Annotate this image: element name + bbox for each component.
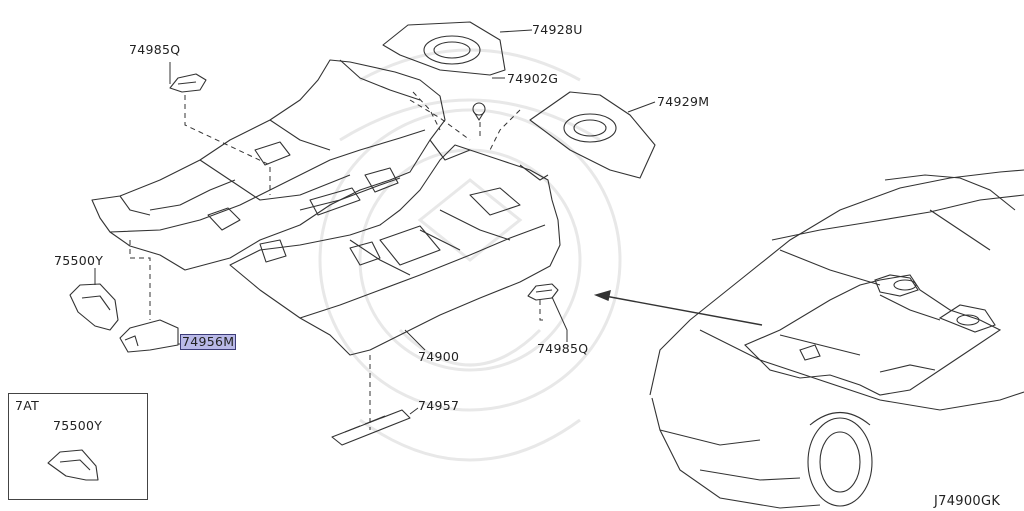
inset-label: 7AT [15, 398, 40, 413]
arrow-to-car [593, 290, 763, 326]
pad-74929m [529, 91, 656, 179]
label-74985q-right: 74985Q [537, 341, 589, 356]
label-74929m: 74929M [657, 94, 710, 109]
label-74900: 74900 [418, 349, 460, 364]
rear-carpet-outline [229, 144, 561, 356]
diagram-code: J74900GK [934, 494, 1001, 509]
dashed-leaders [129, 91, 545, 430]
part-75500y [69, 283, 119, 331]
label-74985q-top: 74985Q [129, 42, 181, 57]
car-illustration [649, 169, 1024, 509]
label-74956m-highlighted[interactable]: 74956M [180, 334, 237, 350]
pad-74928u [382, 21, 506, 76]
clip-74985q-top [169, 73, 207, 93]
part-74956m [119, 319, 179, 353]
label-74902g: 74902G [507, 71, 559, 86]
inset-part-label: 75500Y [53, 418, 103, 433]
label-74928u: 74928U [532, 22, 583, 37]
label-74957: 74957 [418, 398, 460, 413]
inset-part-75500y [47, 449, 99, 481]
clip-74985q-right [527, 283, 559, 301]
label-leaders [94, 29, 656, 415]
front-carpet-outline [91, 59, 446, 271]
label-75500y: 75500Y [54, 253, 104, 268]
inset-box-7at: 7AT 75500Y [8, 393, 148, 500]
clip-74902g [472, 102, 486, 116]
